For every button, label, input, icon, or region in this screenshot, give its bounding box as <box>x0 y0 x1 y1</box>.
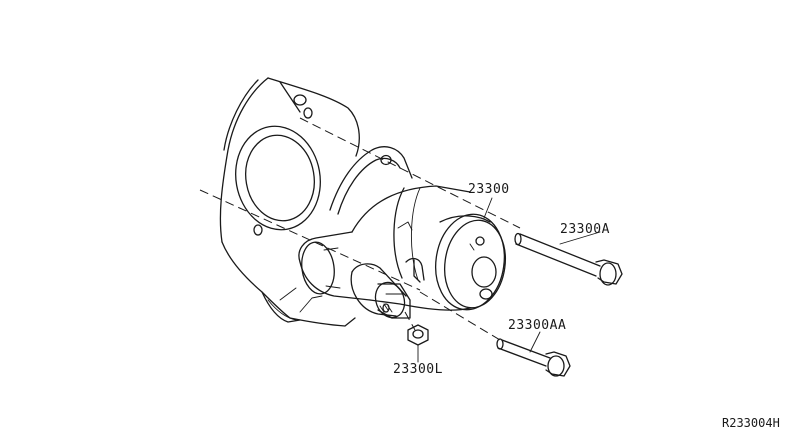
nut-label: 23300L <box>393 362 443 377</box>
starter-label: 23300 <box>468 182 510 197</box>
bolt-long-label: 23300A <box>560 222 610 237</box>
nut-part <box>407 324 429 363</box>
leader-lines <box>483 197 493 219</box>
bolt-lower-label: 23300AA <box>508 318 567 333</box>
reference-code: R233004H <box>722 416 780 430</box>
housing-outline <box>219 77 360 327</box>
bolt-lower-part <box>496 331 571 377</box>
center-lines <box>199 117 521 341</box>
starter-motor <box>298 146 506 319</box>
bolt-long-part <box>514 231 623 286</box>
